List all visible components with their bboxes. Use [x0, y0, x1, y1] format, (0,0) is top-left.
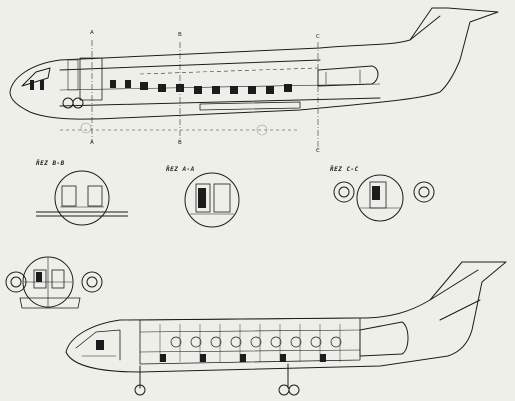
section-marker-bottom-c: C — [316, 148, 320, 154]
section-marker-top-b: B — [178, 32, 182, 38]
section-caption-bb: ŘEZ B-B — [36, 160, 65, 167]
section-caption-cc: ŘEZ C-C — [330, 166, 359, 173]
section-marker-bottom-b: B — [178, 140, 182, 146]
section-marker-top-a: A — [90, 30, 94, 36]
section-marker-top-c: C — [316, 34, 320, 40]
section-caption-aa: ŘEZ A-A — [166, 166, 195, 173]
section-marker-bottom-a: A — [90, 140, 94, 146]
